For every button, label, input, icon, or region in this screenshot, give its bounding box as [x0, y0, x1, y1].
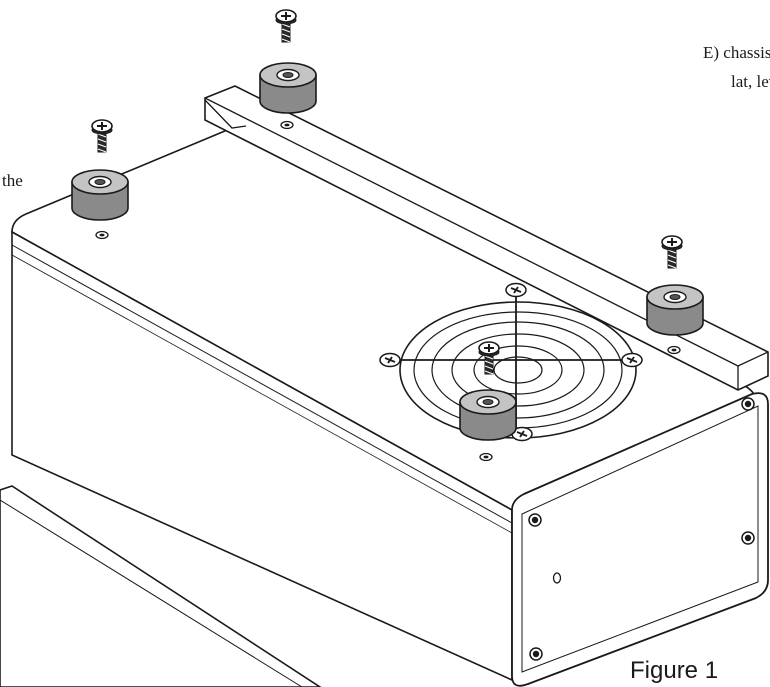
rubber-foot-icon: [71, 169, 129, 221]
rubber-foot-icon: [259, 62, 317, 114]
panel-screw-icon: [741, 397, 755, 411]
fan-screw-icon: [379, 352, 401, 368]
fan-screw-icon: [621, 352, 643, 368]
rubber-foot-icon: [646, 284, 704, 336]
rubber-foot-icon: [459, 389, 517, 441]
phillips-screw-icon: [275, 9, 297, 43]
bottom-panel: [0, 485, 322, 687]
instruction-text-fragment: E) chassis: [703, 43, 770, 62]
figure-caption: Figure 1: [630, 657, 719, 684]
mounting-hole: [479, 452, 493, 462]
panel-screw-icon: [741, 531, 755, 545]
panel-hole: [552, 572, 562, 584]
chassis-end-panel: [511, 392, 769, 687]
rail: [204, 85, 769, 391]
panel-screw-icon: [529, 647, 543, 661]
chassis: [11, 127, 769, 687]
mounting-hole: [95, 230, 109, 240]
mounting-hole: [667, 345, 681, 355]
phillips-screw-icon: [91, 119, 113, 153]
instruction-text-fragment: the: [2, 171, 23, 190]
instruction-text-fragment: lat, level: [731, 72, 770, 91]
fan-screw-icon: [505, 282, 527, 298]
phillips-screw-icon: [661, 235, 683, 269]
panel-screw-icon: [528, 513, 542, 527]
mounting-hole: [280, 120, 294, 130]
